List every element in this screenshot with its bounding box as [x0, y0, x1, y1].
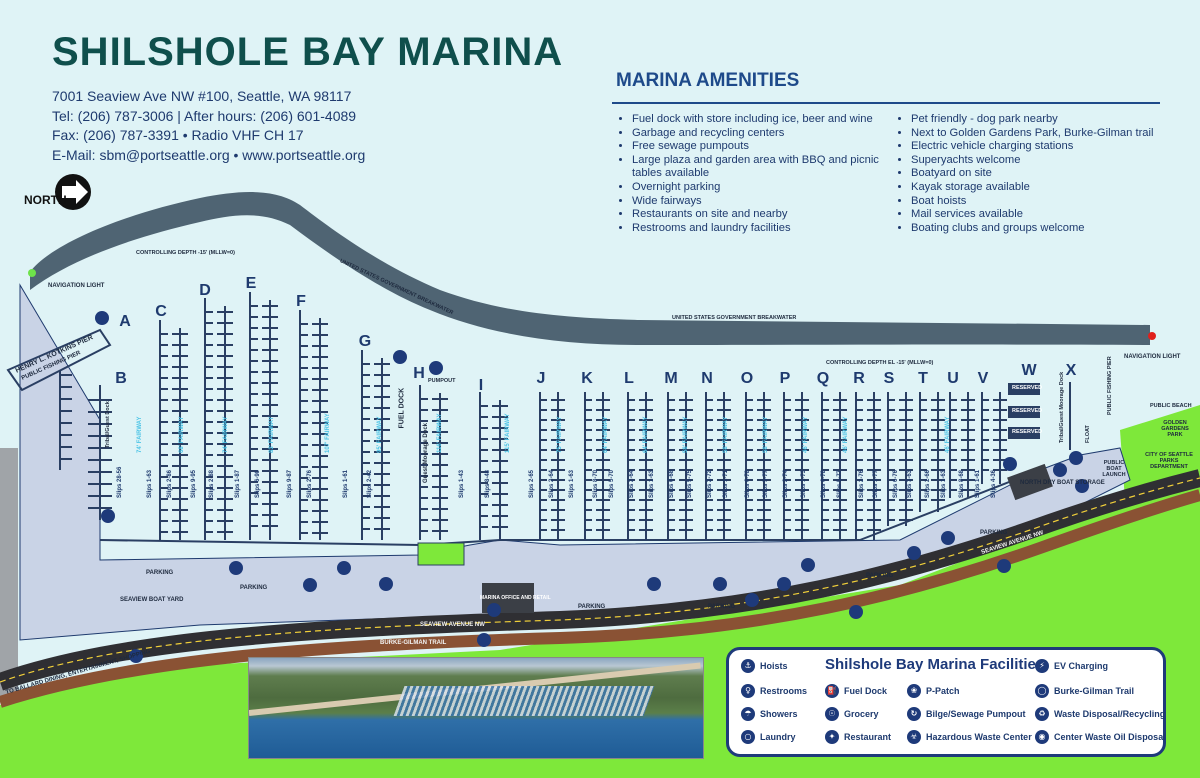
facility-icon — [713, 577, 727, 591]
main-walkway — [99, 539, 421, 546]
facility-icon — [229, 561, 243, 575]
facility-icon — [95, 311, 109, 325]
kotkins-pier — [6, 328, 112, 392]
facility-icon — [487, 603, 501, 617]
facility-icon — [647, 577, 661, 591]
facility-icon — [745, 593, 759, 607]
facility-icon — [1053, 463, 1067, 477]
facility-icon — [1069, 451, 1083, 465]
facility-icon — [907, 546, 921, 560]
dry-boat-storage — [1007, 463, 1053, 501]
burke-gilman-trail-path — [0, 489, 1200, 708]
land-left — [0, 448, 18, 700]
facility-icon — [777, 577, 791, 591]
reserved-box-3 — [1008, 427, 1040, 439]
facility-icon — [379, 577, 393, 591]
facility-icon — [393, 350, 407, 364]
facility-icon — [337, 561, 351, 575]
facility-icon — [997, 559, 1011, 573]
facility-icon — [101, 509, 115, 523]
nav-light-right — [1148, 332, 1156, 340]
plaza-garden — [417, 542, 465, 566]
facility-icon — [303, 578, 317, 592]
facility-icon — [429, 361, 443, 375]
nav-light-left — [28, 269, 36, 277]
facility-icon — [849, 605, 863, 619]
facility-icon — [801, 558, 815, 572]
docks — [59, 292, 1071, 546]
facility-icon — [477, 633, 491, 647]
seaview-avenue-road — [0, 469, 1200, 691]
reserved-box-1 — [1008, 383, 1040, 395]
reserved-box-2 — [1008, 406, 1040, 418]
facility-icon — [1003, 457, 1017, 471]
facility-icon — [941, 531, 955, 545]
facility-icon — [129, 649, 143, 663]
breakwater — [30, 192, 1150, 345]
facility-icon — [1075, 479, 1089, 493]
